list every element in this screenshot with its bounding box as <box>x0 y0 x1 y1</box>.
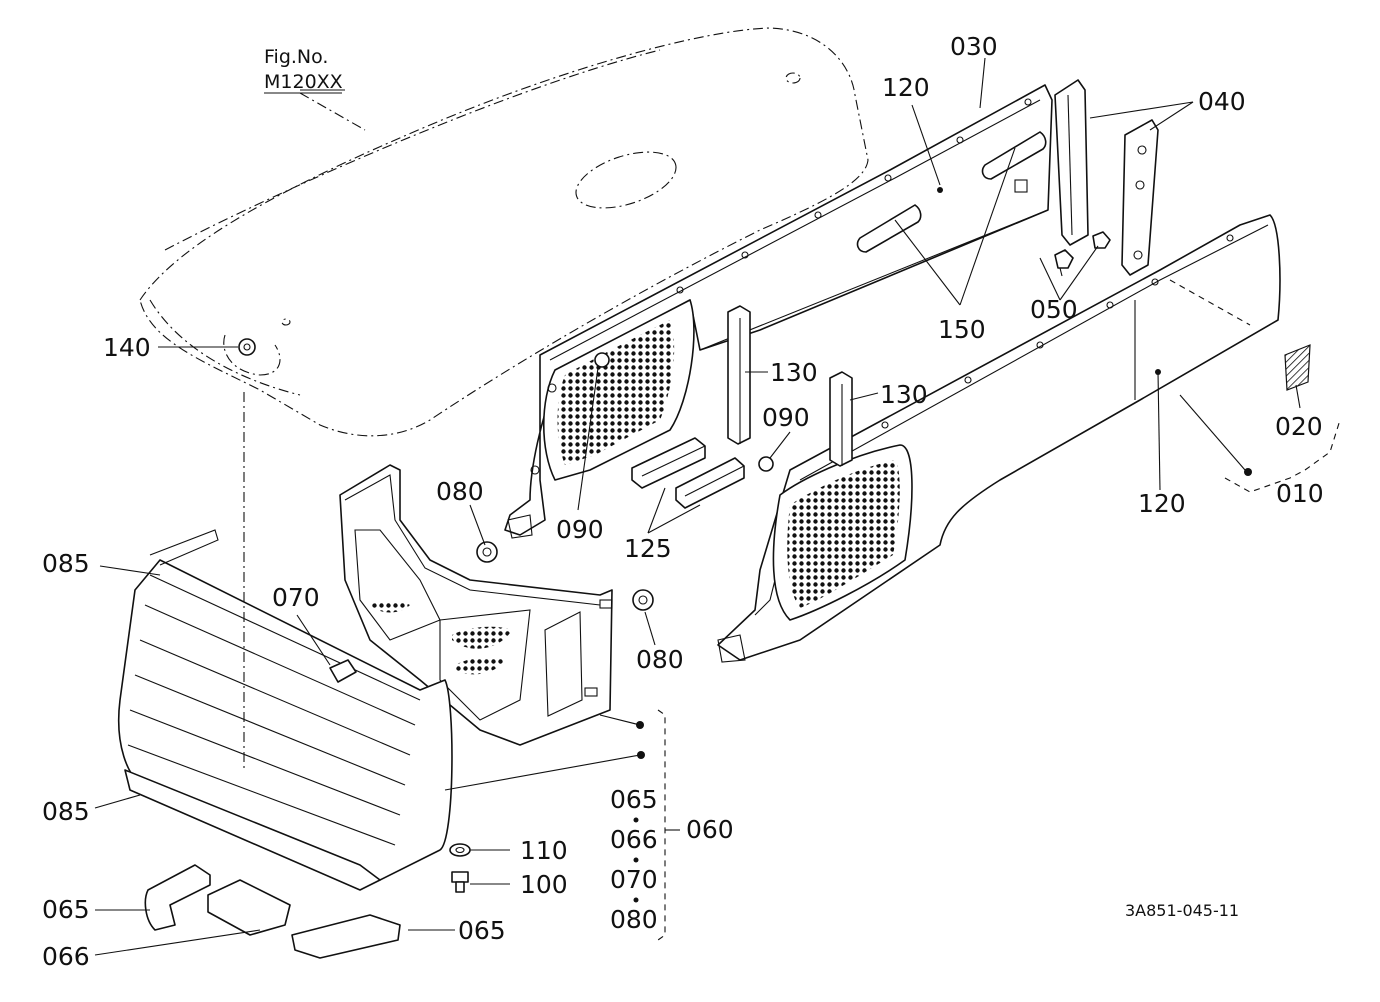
callout-030: 030 <box>950 32 998 61</box>
bracket-040-left <box>1014 79 1089 246</box>
ref-dot-010 <box>1244 468 1252 476</box>
decal-020 <box>1284 344 1311 391</box>
rubber-tube-150-b <box>981 131 1047 180</box>
right-side-panel <box>717 214 1281 663</box>
callout-150: 150 <box>938 315 986 344</box>
ref-dot-060-a <box>636 721 644 729</box>
rubber-tube-150-a <box>856 204 922 253</box>
foam-block-130-a <box>727 305 751 445</box>
callout-065-left: 065 <box>42 895 90 924</box>
callout-100: 100 <box>520 870 568 899</box>
screw-090-a <box>594 352 610 368</box>
callout-110: 110 <box>520 836 568 865</box>
group-bracket-010 <box>1224 419 1341 493</box>
stack-dot-1 <box>633 817 639 823</box>
grommet-080-lower <box>632 589 654 611</box>
callout-085-upper: 085 <box>42 549 90 578</box>
foam-block-130-b <box>829 371 853 467</box>
foam-strip-125-b <box>675 457 745 509</box>
callout-080-stack: 080 <box>610 905 658 934</box>
ref-dot-060-b <box>637 751 645 759</box>
callout-065-right: 065 <box>458 916 506 945</box>
foam-strip-125-a <box>631 437 706 489</box>
callout-040: 040 <box>1198 87 1246 116</box>
stack-dot-2 <box>633 857 639 863</box>
hood-lock-070 <box>329 659 357 683</box>
callout-066-left: 066 <box>42 942 90 971</box>
left-side-panel <box>504 84 1053 539</box>
callout-140: 140 <box>103 333 151 362</box>
hood-outline <box>139 27 869 437</box>
ref-dot-120-a <box>937 187 943 193</box>
fig-no-label: Fig.No. <box>264 46 328 68</box>
stack-dot-3 <box>633 897 639 903</box>
callout-066-stack: 066 <box>610 825 658 854</box>
callout-090-right: 090 <box>762 403 810 432</box>
leader-lines <box>94 57 1301 956</box>
rubber-065-right <box>291 914 401 959</box>
grommet-080-upper <box>476 541 498 563</box>
washer-110 <box>449 843 471 857</box>
callout-020: 020 <box>1275 412 1323 441</box>
callout-125: 125 <box>624 534 672 563</box>
callout-050: 050 <box>1030 295 1078 324</box>
bolt-050-a <box>1054 249 1074 277</box>
rubber-065-left <box>144 864 211 931</box>
callout-130-right: 130 <box>880 380 928 409</box>
callout-090-left: 090 <box>556 515 604 544</box>
callout-070-stack: 070 <box>610 865 658 894</box>
rubber-066 <box>207 879 291 936</box>
callout-065-stack: 065 <box>610 785 658 814</box>
drawing-code: 3A851-045-11 <box>1125 901 1239 920</box>
grille-085 <box>117 529 453 891</box>
bolt-050-b <box>1092 231 1111 249</box>
callout-060: 060 <box>686 815 734 844</box>
callout-130-left: 130 <box>770 358 818 387</box>
group-bracket-060 <box>657 709 680 941</box>
callout-080-lower: 080 <box>636 645 684 674</box>
hood-fastener-140 <box>238 338 256 356</box>
bracket-040-right <box>1121 119 1159 276</box>
screw-090-b <box>758 456 774 472</box>
callout-085-lower: 085 <box>42 797 90 826</box>
callout-080-upper: 080 <box>436 477 484 506</box>
callout-120-top: 120 <box>882 73 930 102</box>
ref-dot-120-b <box>1155 369 1161 375</box>
front-frame <box>339 464 613 746</box>
fig-no-value: M120XX <box>264 71 343 93</box>
callout-010: 010 <box>1276 479 1324 508</box>
callout-120-bottom: 120 <box>1138 489 1186 518</box>
bolt-100 <box>451 871 469 893</box>
callout-070: 070 <box>272 583 320 612</box>
